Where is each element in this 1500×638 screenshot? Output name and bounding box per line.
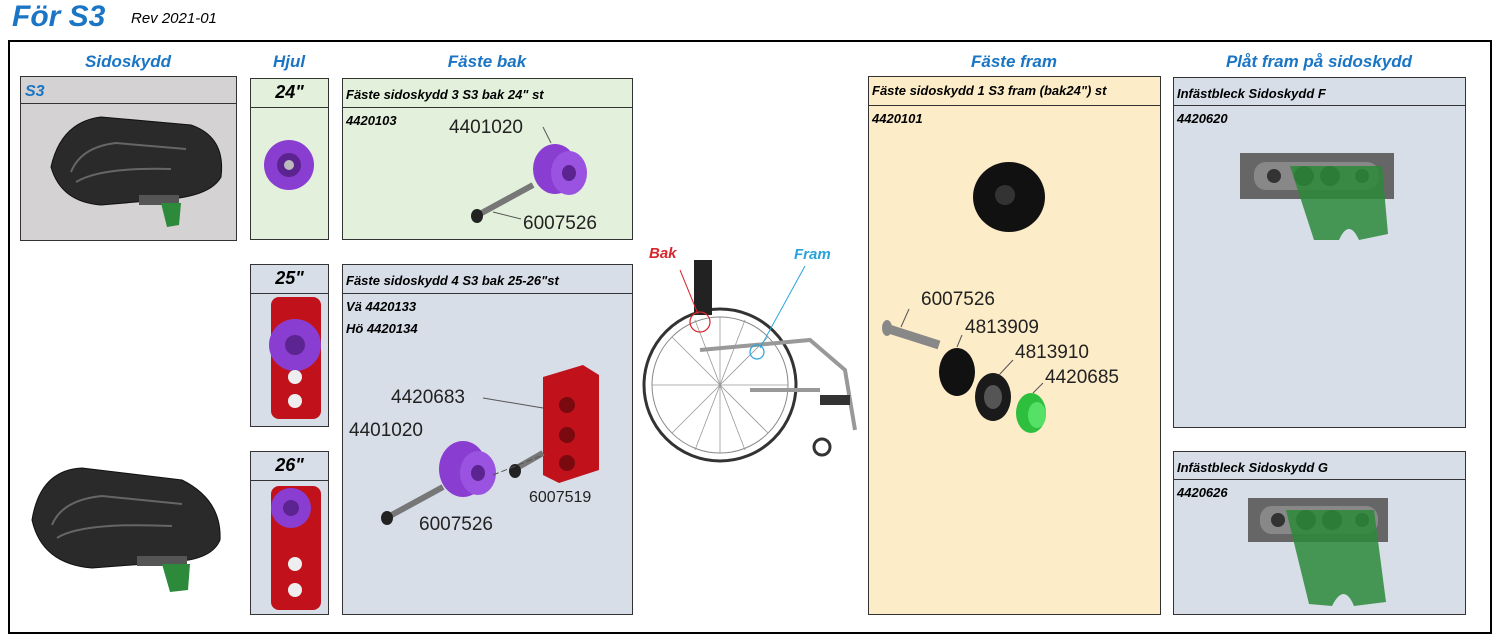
column-header-hjul: Hjul [272, 52, 306, 71]
faste-bak-24-title: Fäste sidoskydd 3 S3 bak 24" st [346, 87, 544, 102]
sidoskydd-s3-card: S3 [20, 76, 237, 241]
bak-callout: Bak [649, 245, 677, 262]
column-header-faste-fram: Fäste fram [971, 52, 1057, 71]
hjul-size-26: 26" [275, 455, 304, 475]
faste-bak-24-exploded-view [471, 126, 587, 223]
faste-bak-25-26-part-1: 4420683 [391, 387, 465, 408]
plat-fram-f-card: Infästbleck Sidoskydd F 4420620 [1173, 77, 1466, 428]
faste-bak-25-26-part-3: 6007519 [529, 489, 592, 506]
plat-fram-g-image [1248, 498, 1388, 606]
faste-bak-24-article: 4420103 [346, 113, 397, 128]
faste-bak-25-26-part-4: 6007526 [419, 514, 493, 535]
red-bracket-26-image [271, 486, 321, 610]
faste-bak-25-26-article-left: Vä 4420133 [346, 299, 417, 314]
hjul-size-25: 25" [275, 268, 304, 288]
faste-fram-part-1: 6007526 [921, 289, 995, 310]
column-header-plat-fram: Plåt fram på sidoskydd [1225, 52, 1413, 71]
side-guard-image-2 [31, 467, 221, 592]
plat-fram-g-card: Infästbleck Sidoskydd G 4420626 [1173, 451, 1466, 615]
faste-bak-25-26-title: Fäste sidoskydd 4 S3 bak 25-26"st [346, 273, 559, 288]
faste-bak-24-card: Fäste sidoskydd 3 S3 bak 24" st 4420103 … [342, 78, 633, 240]
revision-label: Rev 2021-01 [131, 10, 217, 27]
sidoskydd-model-label: S3 [25, 83, 45, 100]
side-guard-image [50, 116, 223, 227]
faste-bak-24-part-1: 4401020 [449, 117, 523, 138]
plat-fram-g-title: Infästbleck Sidoskydd G [1177, 460, 1328, 475]
faste-fram-card: Fäste sidoskydd 1 S3 fram (bak24") st 44… [868, 76, 1161, 615]
column-header-faste-bak: Fäste bak [447, 52, 527, 71]
faste-fram-title: Fäste sidoskydd 1 S3 fram (bak24") st [872, 83, 1107, 98]
faste-fram-part-2: 4813909 [965, 317, 1039, 338]
faste-bak-25-26-card: Fäste sidoskydd 4 S3 bak 25-26"st Vä 442… [342, 264, 633, 615]
faste-bak-25-26-part-2: 4401020 [349, 420, 423, 441]
plat-fram-f-article: 4420620 [1177, 111, 1228, 126]
fram-callout: Fram [794, 246, 831, 263]
hjul-size-24: 24" [275, 82, 304, 102]
column-header-sidoskydd: Sidoskydd [85, 52, 171, 71]
faste-fram-part-3: 4813910 [1015, 342, 1089, 363]
red-bracket-25-image [269, 297, 321, 419]
faste-bak-24-part-2: 6007526 [523, 213, 597, 234]
page-title: För S3 [12, 0, 106, 33]
plat-fram-f-title: Infästbleck Sidoskydd F [1177, 86, 1326, 101]
faste-bak-25-26-article-right: Hö 4420134 [346, 321, 418, 336]
faste-fram-exploded-view [882, 162, 1046, 433]
hjul-24-card: 24" [250, 78, 329, 240]
faste-fram-article: 4420101 [872, 111, 923, 126]
faste-fram-part-4: 4420685 [1045, 367, 1119, 388]
content-frame [8, 40, 1492, 634]
plat-fram-g-article: 4420626 [1177, 485, 1228, 500]
hjul-25-card: 25" [250, 264, 329, 427]
purple-spacer-image [264, 140, 314, 190]
faste-bak-25-26-exploded-view [381, 365, 599, 525]
plat-fram-f-image [1240, 153, 1394, 240]
wheelchair-image [642, 260, 857, 463]
hjul-26-card: 26" [250, 451, 329, 615]
